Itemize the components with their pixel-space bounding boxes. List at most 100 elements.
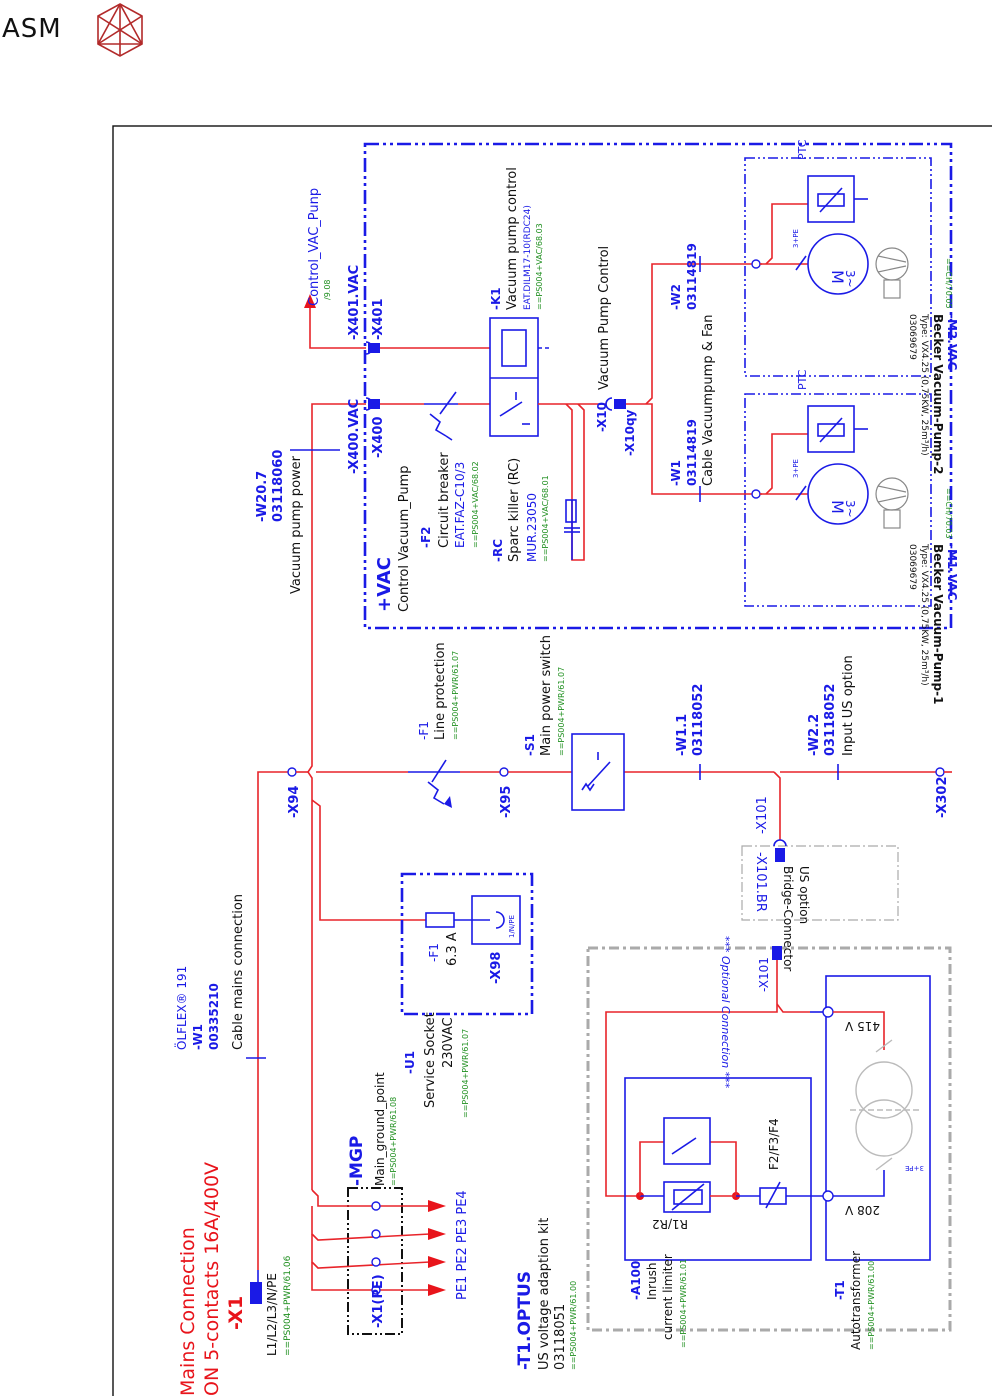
w1-1-tag: -W1.1 xyxy=(675,714,690,756)
rc-desc: Sparc killer (RC) xyxy=(507,458,522,562)
mains-ref: ==PS004+PWR/61.06 xyxy=(283,1255,293,1356)
a100-tag: -A100 xyxy=(629,1261,643,1300)
pump-1-number: 03069679 xyxy=(907,544,917,590)
u1-fuse-rating: 6.3 A xyxy=(445,932,460,966)
optus-kit xyxy=(586,946,952,1332)
pump-2-motor: M xyxy=(828,270,847,284)
x95-tag: -X95 xyxy=(499,786,514,818)
x94-tag: -X94 xyxy=(287,786,302,818)
x401-pin: -X401 xyxy=(371,299,386,341)
pump-2-symbol xyxy=(751,175,909,299)
s1-desc: Main power switch xyxy=(539,635,554,756)
bridge-desc2: US option xyxy=(797,866,811,924)
a100-desc2: current limiter xyxy=(661,1254,675,1340)
t1-v-in: 208 V xyxy=(844,1203,880,1217)
logo-text: ASM xyxy=(2,14,62,44)
rc-tag: -RC xyxy=(491,539,505,562)
f2-desc: Circuit breaker xyxy=(437,452,452,548)
asm-crystal-logo-icon xyxy=(97,3,143,57)
vac-desc: Control Vacuum_Pump xyxy=(397,465,412,612)
mains-x1-tag: -X1 xyxy=(225,1296,247,1330)
u1-tag: -U1 xyxy=(403,1051,417,1074)
t1-ref: ==PS004+PWR/61.00 xyxy=(867,1261,876,1350)
w20-7-desc: Vacuum pump power xyxy=(289,455,304,594)
cable-w1-desc: Cable mains connection xyxy=(231,894,246,1050)
wire-vacuum-pump-power xyxy=(257,403,366,1270)
f1-tag: -F1 xyxy=(417,721,431,740)
service-socket-u1 xyxy=(311,799,534,1016)
cable-w1-number: 00335210 xyxy=(207,983,221,1050)
optus-number: 03118051 xyxy=(553,1304,568,1370)
mains-title-line1: Mains Connection xyxy=(177,1227,199,1396)
mains-x1-connector xyxy=(246,1057,266,1304)
pump-2-name: Becker Vacuum-Pump-2 xyxy=(931,314,945,474)
f2-part: EAT.FAZ-C10/3 xyxy=(453,462,467,548)
s1-ref: ==PS004+PWR/61.07 xyxy=(557,667,566,756)
sheet-frame xyxy=(112,125,992,1396)
control-signal-ref: /9.08 xyxy=(323,279,332,300)
f2-ref: ==PS004+VAC/68.02 xyxy=(471,461,480,548)
logo: ASM xyxy=(0,0,200,80)
w1-1-number: 03118052 xyxy=(691,684,706,756)
f2-tag: -F2 xyxy=(419,526,433,548)
f1-ref: ==PS004+PWR/61.07 xyxy=(451,651,460,740)
pump-1-phase: 3~ xyxy=(843,500,857,518)
a100-resistor: R1/R2 xyxy=(652,1217,688,1231)
mgp-desc: Main_ground_point xyxy=(373,1072,387,1186)
mains-pins: L1/L2/L3/N/PE xyxy=(265,1273,279,1356)
vac-w2-tag: -W2 xyxy=(669,284,683,310)
main-line xyxy=(287,764,952,840)
pump-2-box xyxy=(744,157,932,377)
pump-1-poles: 3+PE xyxy=(792,459,800,478)
u1-socket-pins: 1/N/PE xyxy=(508,915,516,938)
main-ground-point-mgp xyxy=(311,1187,446,1335)
cable-w1-tag: -W1 xyxy=(191,1024,205,1050)
mgp-tag: -MGP xyxy=(347,1136,367,1186)
a100-ref: ==PS004+PWR/61.01 xyxy=(679,1259,688,1348)
pump-1-type: Type: VX4.25 (0,75KW, 25m³/h) xyxy=(919,543,929,686)
mgp-outputs: PE1 PE2 PE3 PE4 xyxy=(455,1190,470,1300)
bridge-desc1: Bridge-Connector xyxy=(781,866,795,971)
mgp-terminal: -X1(PE) xyxy=(371,1274,386,1328)
pump-1-symbol xyxy=(751,405,909,529)
pump-2-phase: 3~ xyxy=(843,270,857,288)
circuit-breaker-f2-symbol xyxy=(424,391,490,441)
s1-tag: -S1 xyxy=(523,734,537,756)
vac-w1-number: 03114819 xyxy=(685,419,699,486)
k1-desc: Vacuum pump control xyxy=(505,167,520,310)
u1-socket-tag: -X98 xyxy=(489,952,504,984)
pump-2-tag: -M2.VAC xyxy=(945,314,959,371)
main-power-switch-s1-symbol xyxy=(571,733,625,811)
connector-x401 xyxy=(304,294,490,355)
rc-part: MUR.23050 xyxy=(525,493,539,562)
t1-tag: -T1 xyxy=(833,1280,847,1300)
pump-2-type: Type: VX4.25 (0,75KW, 25m³/h) xyxy=(919,313,929,456)
contactor-k1-symbol xyxy=(489,317,606,437)
k1-part: EAT.DILM17-10(RDC24) xyxy=(523,205,533,310)
pump-2-number: 03069679 xyxy=(907,314,917,360)
t1-in-poles: 3+PE xyxy=(905,1164,924,1172)
x10-tag: -X10 xyxy=(595,402,609,432)
pump-2-ptc: PTC xyxy=(796,139,809,160)
vac-w1-tag: -W1 xyxy=(669,460,683,486)
pump-1-ref: ==CH/70.03 xyxy=(944,488,953,539)
a100-fuses: F2/F3/F4 xyxy=(767,1118,781,1170)
cable-w1-brand: ÖLFLEX® 191 xyxy=(173,966,189,1050)
vac-w2-number: 03114819 xyxy=(685,243,699,310)
pump-2-ref: ==CH/70.05 xyxy=(944,258,953,309)
optus-x101-tag: -X101 xyxy=(757,957,771,992)
pump-1-box xyxy=(744,393,932,607)
a100-desc1: Inrush xyxy=(645,1262,659,1300)
u1-fuse-tag: -F1 xyxy=(427,943,441,962)
u1-ref: ==PS004+PWR/61.07 xyxy=(461,1029,470,1118)
vac-w1-desc: Cable Vacuumpump & Fan xyxy=(701,315,716,486)
bridge-connector xyxy=(741,839,899,921)
u1-desc1: Service Socket xyxy=(423,1012,438,1108)
w2-2-number: 03118052 xyxy=(823,684,838,756)
mains-title-line2: ON 5-contacts 16A/400V xyxy=(201,1162,223,1396)
mgp-ref: ==PS004+PWR/61.08 xyxy=(389,1097,398,1186)
control-signal-label: Control_VAC_Punp xyxy=(307,188,322,306)
optional-connection-label: *** Optional Connection *** xyxy=(719,936,732,1089)
t1-v-out: 415 V xyxy=(844,1019,880,1033)
